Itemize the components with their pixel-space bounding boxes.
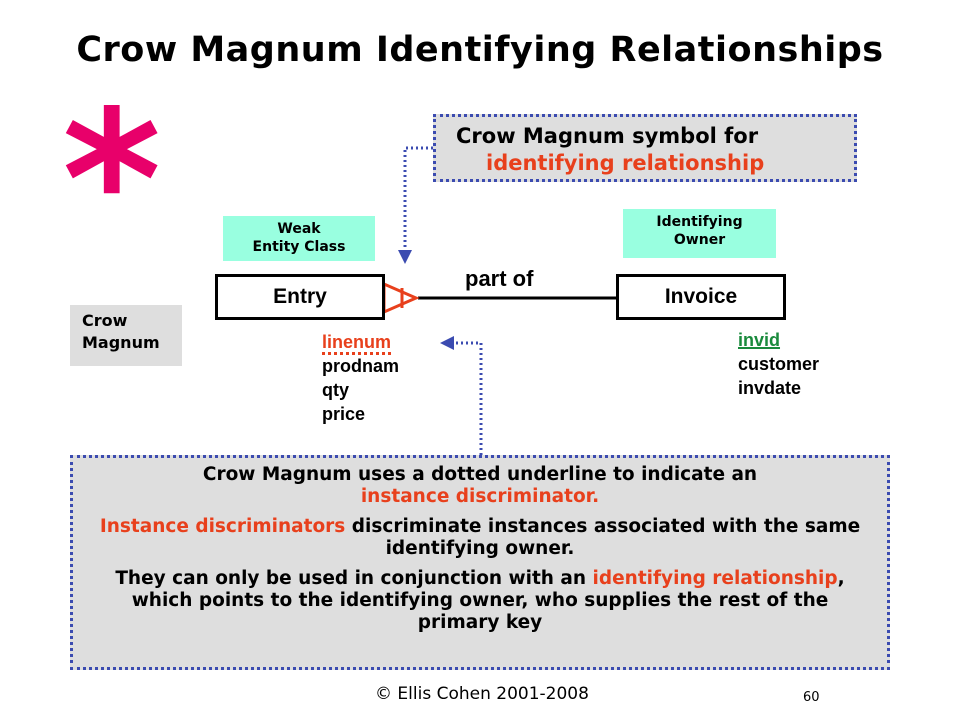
invoice-attributes: invid customer invdate — [738, 328, 819, 400]
explanation-highlight: Instance discriminators — [99, 516, 346, 537]
explanation-paragraph-3: They can only be used in conjunction wit… — [91, 568, 869, 634]
explanation-text: Crow Magnum uses a dotted underline to i… — [202, 464, 758, 485]
notation-label-line2: Magnum — [82, 333, 160, 352]
copyright-footer: © Ellis Cohen 2001-2008 — [375, 684, 589, 704]
explanation-paragraph-1: Crow Magnum uses a dotted underline to i… — [91, 464, 869, 508]
attribute-discriminator: linenum — [322, 332, 392, 355]
notation-label: Crow Magnum — [70, 305, 182, 366]
explanation-text: discriminate instances associated with t… — [345, 516, 861, 559]
explanation-callout: Crow Magnum uses a dotted underline to i… — [70, 455, 890, 670]
symbol-callout-line2: identifying relationship — [486, 151, 765, 175]
identifying-owner-tag: Identifying Owner — [623, 209, 776, 258]
asterisk-icon: * — [62, 70, 162, 291]
explanation-highlight: instance discriminator. — [360, 486, 600, 507]
top-pointer-arrowhead — [398, 250, 412, 264]
relationship-label: part of — [465, 266, 534, 291]
explanation-paragraph-2: Instance discriminators discriminate ins… — [91, 516, 869, 560]
identifying-owner-tag-line2: Owner — [673, 232, 726, 248]
attribute: prodnam — [322, 356, 400, 376]
entry-attributes: linenum prodnam qty price — [322, 330, 399, 426]
explanation-text: , which points to the identifying owner,… — [131, 568, 845, 633]
entity-entry: Entry — [215, 274, 385, 320]
page-number: 60 — [803, 690, 820, 705]
attribute-primary-key: invid — [738, 330, 781, 350]
attribute: price — [322, 404, 366, 424]
symbol-callout: Crow Magnum symbol for identifying relat… — [433, 114, 857, 182]
explanation-highlight: identifying relationship — [592, 568, 838, 589]
weak-entity-tag-line1: Weak — [277, 221, 321, 237]
attribute: qty — [322, 380, 349, 400]
bottom-pointer-arrowhead — [440, 336, 454, 350]
notation-label-line1: Crow — [82, 311, 128, 330]
identifying-owner-tag-line1: Identifying — [656, 214, 743, 230]
page-title: Crow Magnum Identifying Relationships — [76, 30, 884, 70]
explanation-text: They can only be used in conjunction wit… — [115, 568, 593, 589]
weak-entity-tag-line2: Entity Class — [252, 239, 346, 255]
attribute: invdate — [738, 378, 802, 398]
entity-invoice: Invoice — [616, 274, 786, 320]
attribute: customer — [738, 354, 820, 374]
bottom-pointer-line — [452, 341, 483, 455]
weak-entity-tag: Weak Entity Class — [223, 216, 375, 261]
symbol-callout-line1: Crow Magnum symbol for — [456, 124, 759, 148]
identifying-relationship-symbol — [382, 281, 420, 315]
top-pointer-line — [403, 146, 433, 254]
